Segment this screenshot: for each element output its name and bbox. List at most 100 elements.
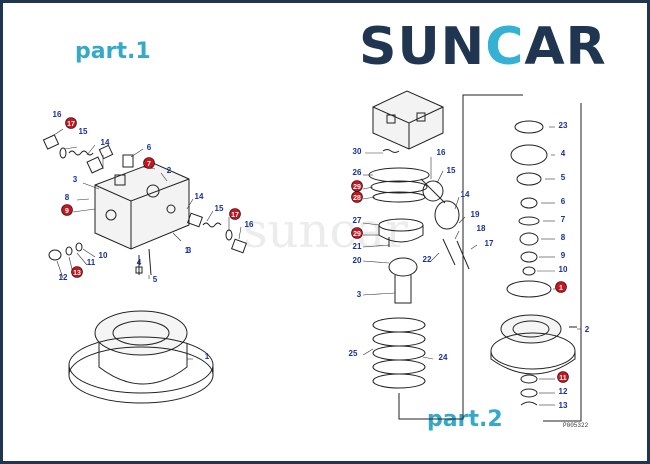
part2-callout-20: 20 <box>353 256 362 265</box>
part1-callout-14: 14 <box>101 138 110 147</box>
part2-callout-21: 21 <box>353 242 362 251</box>
part2-callout-19: 19 <box>471 210 480 219</box>
part2-callout-10: 10 <box>559 265 568 274</box>
callout-number: 20 <box>353 256 362 265</box>
callout-number: 4 <box>561 149 566 158</box>
part1-callout-2: 2 <box>167 166 172 175</box>
part1-callout-16: 16 <box>53 110 62 119</box>
callout-number: 9 <box>561 251 566 260</box>
part1-callout-1: 1 <box>205 352 210 361</box>
callout-number: 27 <box>353 216 362 225</box>
part2-callout-14: 14 <box>461 190 470 199</box>
valve-block <box>94 154 190 250</box>
callout-number: 1 <box>185 246 190 255</box>
callout-number: 29 <box>353 231 361 238</box>
callout-number: 2 <box>585 325 590 334</box>
callout-number: 14 <box>461 190 470 199</box>
callout-number: 15 <box>79 127 88 136</box>
part2-callout-11: 11 <box>557 371 569 383</box>
callout-number: 21 <box>353 242 362 251</box>
callout-badge <box>71 266 83 278</box>
callout-number: 16 <box>437 148 446 157</box>
part2-callout-18: 18 <box>477 224 486 233</box>
callout-number: 22 <box>423 255 432 264</box>
callout-number: 3 <box>73 175 78 184</box>
part2-left-components <box>368 94 523 420</box>
callout-number: 7 <box>561 215 566 224</box>
part2-callout-30: 30 <box>353 147 362 156</box>
callout-number: 14 <box>101 138 110 147</box>
part1-callout-12: 12 <box>59 273 68 282</box>
callout-number: 13 <box>559 401 568 410</box>
callout-badge <box>65 117 77 129</box>
part2-callout-2: 2 <box>585 325 590 334</box>
part1-callout-5: 5 <box>153 275 158 284</box>
callout-number: 30 <box>353 147 362 156</box>
part2-callout-27: 27 <box>353 216 362 225</box>
part2-callout-3: 3 <box>357 290 362 299</box>
callout-number: 6 <box>147 143 152 152</box>
part1-callout-8: 8 <box>65 193 70 202</box>
part2-control-block <box>372 90 444 150</box>
callout-number: 6 <box>561 197 566 206</box>
part1-callout-15: 15 <box>215 204 224 213</box>
callout-number: 12 <box>59 273 68 282</box>
part2-callout-29: 29 <box>351 227 363 239</box>
part1-callout-14: 14 <box>195 192 204 201</box>
callout-number: 15 <box>215 204 224 213</box>
callout-number: 3 <box>357 290 362 299</box>
callout-number: 26 <box>353 168 362 177</box>
part1-callout-17: 17 <box>65 117 77 129</box>
callout-number: 17 <box>231 212 239 219</box>
callout-number: 29 <box>353 184 361 191</box>
callout-number: 16 <box>245 220 254 229</box>
part-1-title: part.1 <box>75 39 151 64</box>
part2-callout-12: 12 <box>559 387 568 396</box>
callout-number: 28 <box>353 195 361 202</box>
part2-callout-23: 23 <box>559 121 568 130</box>
callout-number: 16 <box>53 110 62 119</box>
callout-number: 8 <box>65 193 70 202</box>
callout-number: 2 <box>167 166 172 175</box>
part2-piston-assembly <box>420 178 470 270</box>
part1-callout-11: 11 <box>87 258 96 267</box>
part1-callout-4: 4 <box>137 258 142 267</box>
part1-callout-3: 3 <box>73 175 78 184</box>
callout-number: 11 <box>559 375 567 382</box>
callout-number: 25 <box>349 349 358 358</box>
callout-number: 5 <box>561 173 566 182</box>
part2-leaders <box>362 126 581 406</box>
callout-badge <box>555 281 567 293</box>
part2-callout-1: 1 <box>555 281 567 293</box>
part2-callout-26: 26 <box>353 168 362 177</box>
part2-callout-5: 5 <box>561 173 566 182</box>
callout-badge <box>557 371 569 383</box>
callout-number: 18 <box>477 224 486 233</box>
watermark: suncar <box>243 203 408 259</box>
part2-callout-22: 22 <box>423 255 432 264</box>
suncar-logo: SUNCAR <box>359 17 607 77</box>
callout-number: 17 <box>67 121 75 128</box>
part1-callout-7: 7 <box>143 157 155 169</box>
part2-callout-6: 6 <box>561 197 566 206</box>
callout-number: 15 <box>447 166 456 175</box>
part1-callout-13: 13 <box>71 266 83 278</box>
part2-callout-28: 28 <box>351 191 363 203</box>
part2-callout-8: 8 <box>561 233 566 242</box>
callout-number: 12 <box>559 387 568 396</box>
callout-number: 9 <box>65 208 69 215</box>
callout-number: 8 <box>561 233 566 242</box>
part1-callout-6: 6 <box>147 143 152 152</box>
part1-motor-housing <box>68 310 214 404</box>
callout-number: 7 <box>147 161 151 168</box>
callout-number: 1 <box>205 352 210 361</box>
callout-number: 19 <box>471 210 480 219</box>
part2-right-components <box>490 103 582 422</box>
drawing-code: P005322 <box>563 422 589 429</box>
part1-callout-9: 9 <box>61 204 73 216</box>
part2-callout-15: 15 <box>447 166 456 175</box>
callout-badge <box>61 204 73 216</box>
part1-callout-17: 17 <box>229 208 241 220</box>
part2-callout-24: 24 <box>439 353 448 362</box>
